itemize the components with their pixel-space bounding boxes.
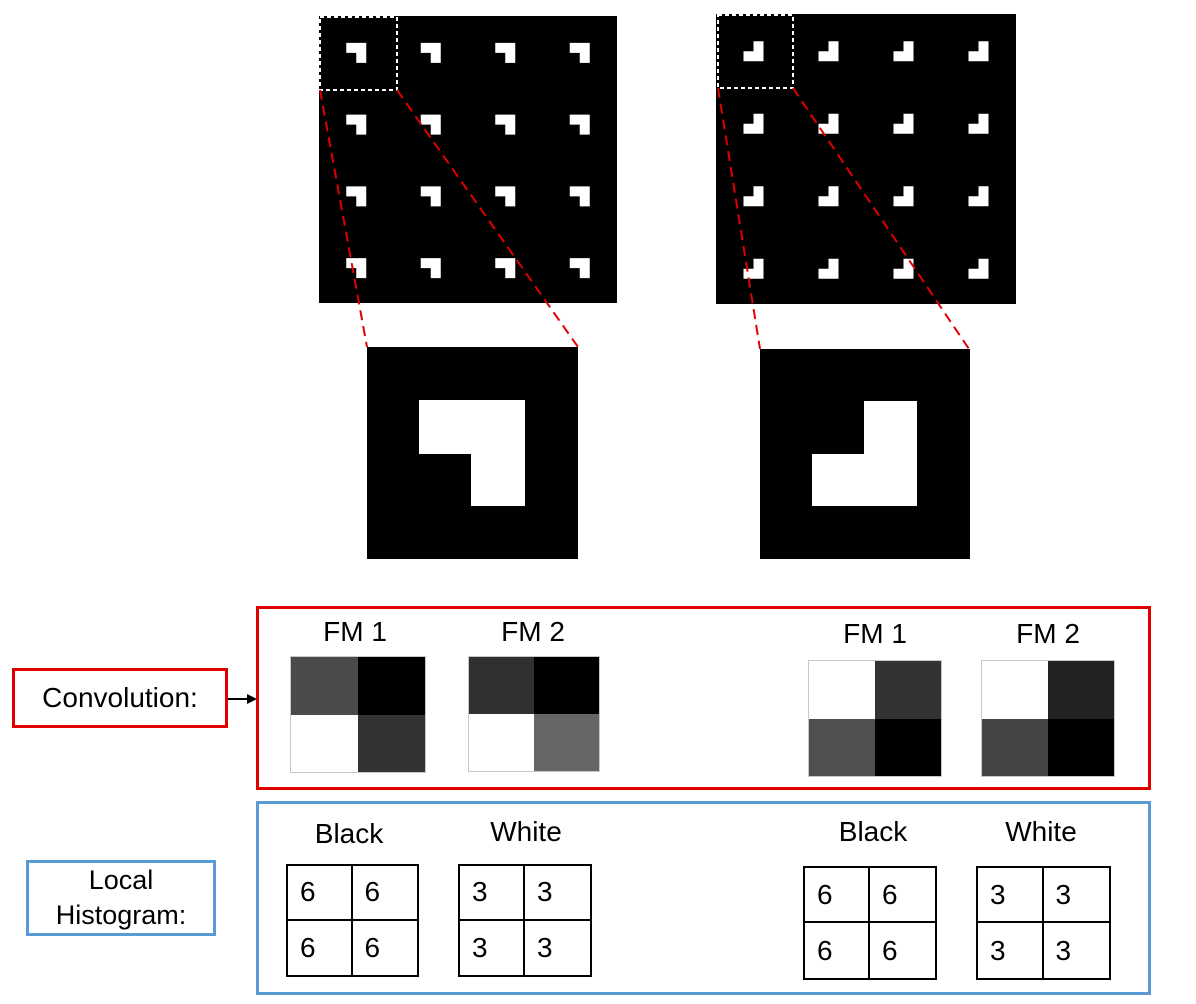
feature-map-cell xyxy=(809,661,875,719)
histogram-cell: 3 xyxy=(1055,934,1072,966)
texture-motif xyxy=(495,42,516,63)
arrow xyxy=(228,694,257,704)
texture-motif xyxy=(743,113,764,134)
histogram-cell: 6 xyxy=(288,866,353,921)
feature-map-cell xyxy=(1048,718,1114,776)
feature-map-cell xyxy=(534,714,599,771)
feature-map-cell xyxy=(358,657,425,715)
right-texture-grid xyxy=(716,14,1016,304)
left-zoom-selection xyxy=(319,16,398,91)
texture-motif xyxy=(968,41,989,62)
right-zoom-line-1 xyxy=(717,87,761,350)
histogram-cell: 6 xyxy=(882,934,898,966)
histogram-cell: 6 xyxy=(805,868,870,923)
texture-motif xyxy=(569,114,590,135)
right-black-histogram: 6 6 6 6 xyxy=(803,866,937,980)
feature-map-cell xyxy=(875,718,941,776)
feature-map-cell xyxy=(982,718,1048,776)
texture-motif xyxy=(893,258,914,279)
left-fm1 xyxy=(290,656,426,773)
left-white-caption: White xyxy=(490,816,562,847)
texture-motif xyxy=(968,186,989,207)
feature-map-cell xyxy=(291,657,358,715)
texture-motif xyxy=(743,186,764,207)
texture-motif xyxy=(346,258,367,279)
right-fm1 xyxy=(808,660,942,777)
histogram-label: Local Histogram: xyxy=(26,860,216,936)
feature-map-cell xyxy=(469,714,534,771)
feature-map-cell xyxy=(1048,661,1114,719)
texture-motif xyxy=(893,113,914,134)
left-fm1-caption: FM 1 xyxy=(323,616,387,647)
texture-motif xyxy=(420,258,441,279)
right-fm2 xyxy=(981,660,1115,777)
histogram-label-line1: Local xyxy=(88,865,154,895)
right-fm1-caption: FM 1 xyxy=(843,618,907,649)
texture-motif xyxy=(569,42,590,63)
texture-motif xyxy=(346,114,367,135)
feature-map-cell xyxy=(291,714,358,772)
texture-motif xyxy=(968,113,989,134)
histogram-cell: 6 xyxy=(364,931,381,963)
histogram-cell: 6 xyxy=(288,920,353,975)
convolution-panel xyxy=(256,606,1151,790)
texture-motif xyxy=(818,258,839,279)
texture-motif xyxy=(818,113,839,134)
histogram-cell: 6 xyxy=(870,868,935,923)
histogram-cell: 3 xyxy=(460,920,525,975)
convolution-label-text: Convolution: xyxy=(42,682,198,713)
feature-map-cell xyxy=(809,718,875,776)
texture-motif xyxy=(569,186,590,207)
texture-motif xyxy=(818,41,839,62)
right-zoom-selection xyxy=(717,14,794,89)
texture-motif xyxy=(495,114,516,135)
histogram-cell: 3 xyxy=(525,866,590,921)
histogram-cell: 3 xyxy=(978,868,1044,923)
histogram-cell: 6 xyxy=(352,866,417,921)
histogram-cell: 3 xyxy=(460,866,525,921)
left-black-histogram: 6 6 6 6 xyxy=(286,864,419,977)
right-black-caption: Black xyxy=(838,816,908,847)
texture-motif xyxy=(495,258,516,279)
convolution-label: Convolution: xyxy=(12,668,228,728)
right-zoom-line-2 xyxy=(792,87,970,350)
histogram-cell: 3 xyxy=(978,923,1044,978)
right-fm2-caption: FM 2 xyxy=(1016,618,1080,649)
left-texture-grid xyxy=(319,16,617,303)
texture-motif xyxy=(893,186,914,207)
right-zoomed-patch xyxy=(760,349,970,559)
texture-motif xyxy=(495,186,516,207)
left-fm2-caption: FM 2 xyxy=(501,616,565,647)
right-white-caption: White xyxy=(1005,816,1077,847)
texture-motif xyxy=(420,114,441,135)
texture-motif xyxy=(893,41,914,62)
left-zoom-line-1 xyxy=(319,89,368,348)
histogram-cell: 6 xyxy=(805,923,870,978)
feature-map-cell xyxy=(358,714,425,772)
left-black-caption: Black xyxy=(314,818,384,849)
texture-motif xyxy=(743,41,764,62)
histogram-cell: 3 xyxy=(537,931,553,963)
left-zoom-line-2 xyxy=(396,89,579,348)
texture-motif xyxy=(420,186,441,207)
feature-map-cell xyxy=(982,661,1048,719)
left-white-histogram: 3 3 3 3 xyxy=(458,864,592,977)
texture-motif xyxy=(743,258,764,279)
feature-map-cell xyxy=(534,657,599,714)
left-fm2 xyxy=(468,656,600,772)
right-white-histogram: 3 3 3 3 xyxy=(976,866,1111,980)
texture-motif xyxy=(420,42,441,63)
texture-motif xyxy=(346,186,367,207)
texture-motif xyxy=(569,258,590,279)
histogram-cell: 3 xyxy=(1043,868,1109,923)
texture-motif xyxy=(968,258,989,279)
texture-motif xyxy=(346,42,367,63)
feature-map-cell xyxy=(875,661,941,719)
feature-map-cell xyxy=(469,657,534,714)
texture-motif xyxy=(818,186,839,207)
left-zoomed-patch xyxy=(367,347,578,559)
histogram-panel xyxy=(256,801,1151,995)
histogram-label-line2: Histogram: xyxy=(55,900,187,930)
